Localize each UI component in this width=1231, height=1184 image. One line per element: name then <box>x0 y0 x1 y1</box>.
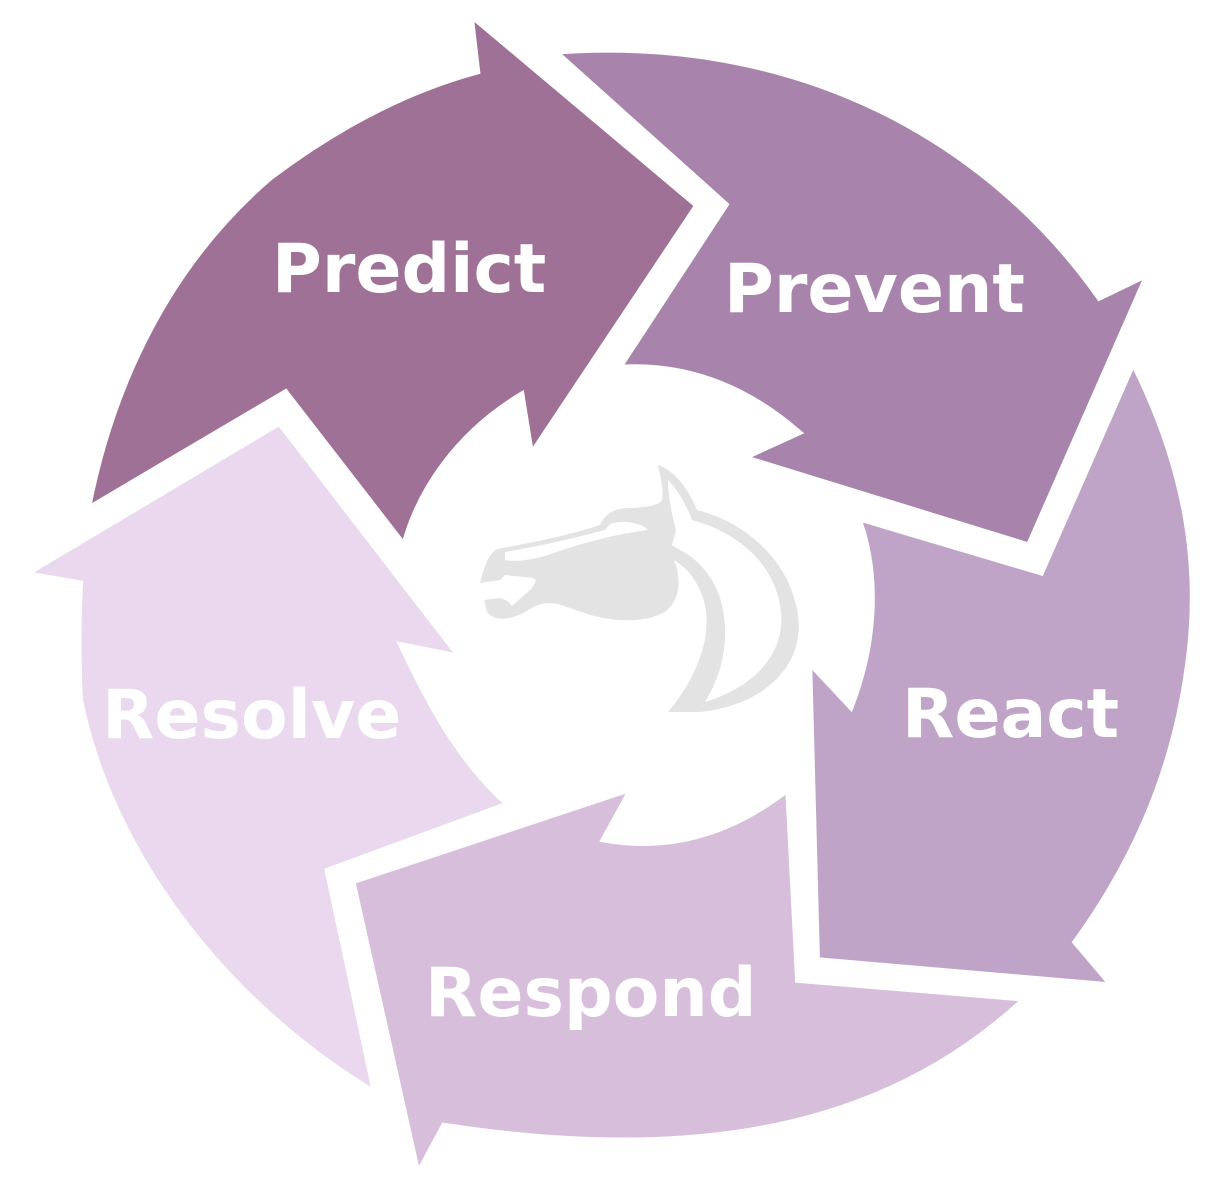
segment-respond-arrow <box>344 775 1042 1184</box>
segment-prevent-arrow <box>537 42 1163 555</box>
segment-prevent: Prevent <box>537 42 1163 555</box>
segment-resolve-arrow <box>5 413 522 1108</box>
segment-label-respond: Respond <box>425 954 756 1033</box>
segment-react: React <box>801 346 1200 995</box>
segment-label-predict: Predict <box>272 230 546 309</box>
segment-resolve: Resolve <box>5 413 522 1108</box>
segment-label-react: React <box>902 675 1119 754</box>
segment-react-arrow <box>801 346 1200 995</box>
segment-predict: Predict <box>78 0 707 562</box>
segment-predict-arrow <box>78 0 707 562</box>
segment-respond: Respond <box>344 775 1042 1184</box>
horse-head-icon <box>480 465 799 712</box>
segment-label-prevent: Prevent <box>724 250 1025 329</box>
segment-label-resolve: Resolve <box>102 676 401 755</box>
